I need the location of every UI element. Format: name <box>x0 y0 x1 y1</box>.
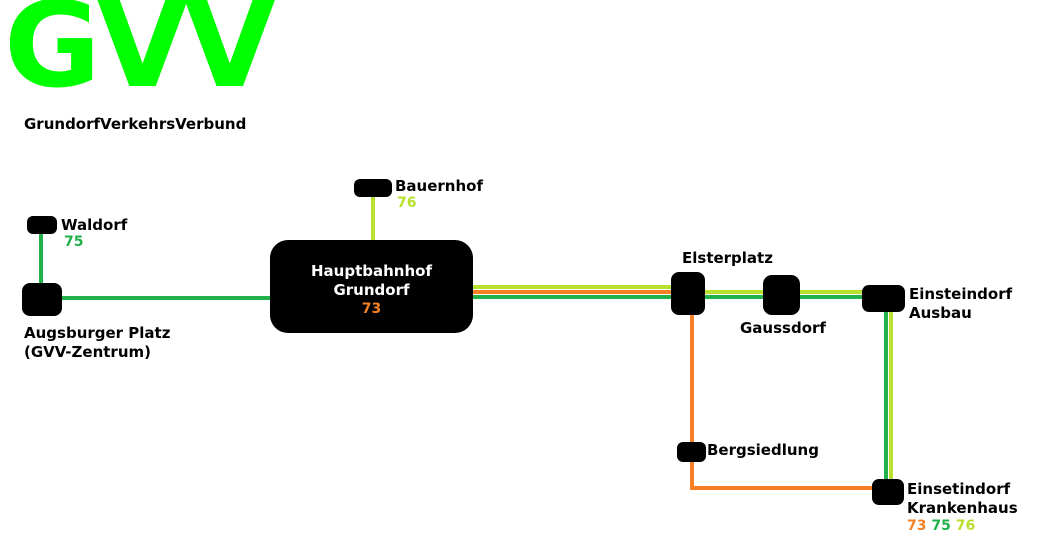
station-augsburger-label-line1: Augsburger Platz <box>24 324 171 342</box>
line-73-badge: 73 <box>907 518 927 534</box>
station-bergsiedlung-marker[interactable] <box>677 442 706 462</box>
station-hauptbahnhof-label: Hauptbahnhof Grundorf 73 <box>270 262 473 319</box>
gvv-logo: GVV <box>4 0 276 114</box>
station-hauptbahnhof-label-line2: Grundorf <box>333 281 410 299</box>
station-hauptbahnhof-marker[interactable] <box>270 240 473 333</box>
station-krankenhaus-marker[interactable] <box>872 479 904 505</box>
station-einsteindorf-ausbau-marker[interactable] <box>862 285 905 312</box>
station-waldorf-label: Waldorf <box>61 216 128 234</box>
station-bauernhof-marker[interactable] <box>354 179 392 197</box>
station-krankenhaus-label-line2: Krankenhaus <box>907 499 1018 517</box>
station-augsburger-label-line2: (GVV-Zentrum) <box>24 343 151 361</box>
station-hauptbahnhof-lines: 73 <box>361 301 382 317</box>
station-bergsiedlung-label: Bergsiedlung <box>707 441 819 459</box>
station-elsterplatz-label: Elsterplatz <box>682 249 773 267</box>
subtitle: GrundorfVerkehrsVerbund <box>24 115 247 133</box>
station-einsteindorf-ausbau-label-line2: Ausbau <box>909 304 972 322</box>
station-waldorf-marker[interactable] <box>27 216 57 234</box>
station-bauernhof-lines: 76 <box>397 195 417 211</box>
station-krankenhaus-label-line1: Einsetindorf <box>907 480 1011 498</box>
station-augsburger-marker[interactable] <box>22 283 62 316</box>
station-gaussdorf-label: Gaussdorf <box>740 319 826 337</box>
station-augsburger-label: Augsburger Platz (GVV-Zentrum) <box>24 324 170 362</box>
station-einsteindorf-ausbau-label-line1: Einsteindorf <box>909 285 1013 303</box>
station-gaussdorf-marker[interactable] <box>763 275 800 315</box>
station-einsteindorf-ausbau-label: Einsteindorf Ausbau <box>909 285 1012 323</box>
station-krankenhaus-label: Einsetindorf Krankenhaus <box>907 480 1018 518</box>
station-krankenhaus-lines: 73 75 76 <box>907 517 975 536</box>
route-73-south-segment <box>690 300 888 490</box>
station-elsterplatz-marker[interactable] <box>671 272 705 315</box>
station-hauptbahnhof-label-line1: Hauptbahnhof <box>311 262 432 280</box>
station-bauernhof-label: Bauernhof <box>395 177 483 195</box>
line-75-badge: 75 <box>931 518 951 534</box>
line-76-badge: 76 <box>955 518 976 534</box>
station-waldorf-lines: 75 <box>64 234 84 250</box>
